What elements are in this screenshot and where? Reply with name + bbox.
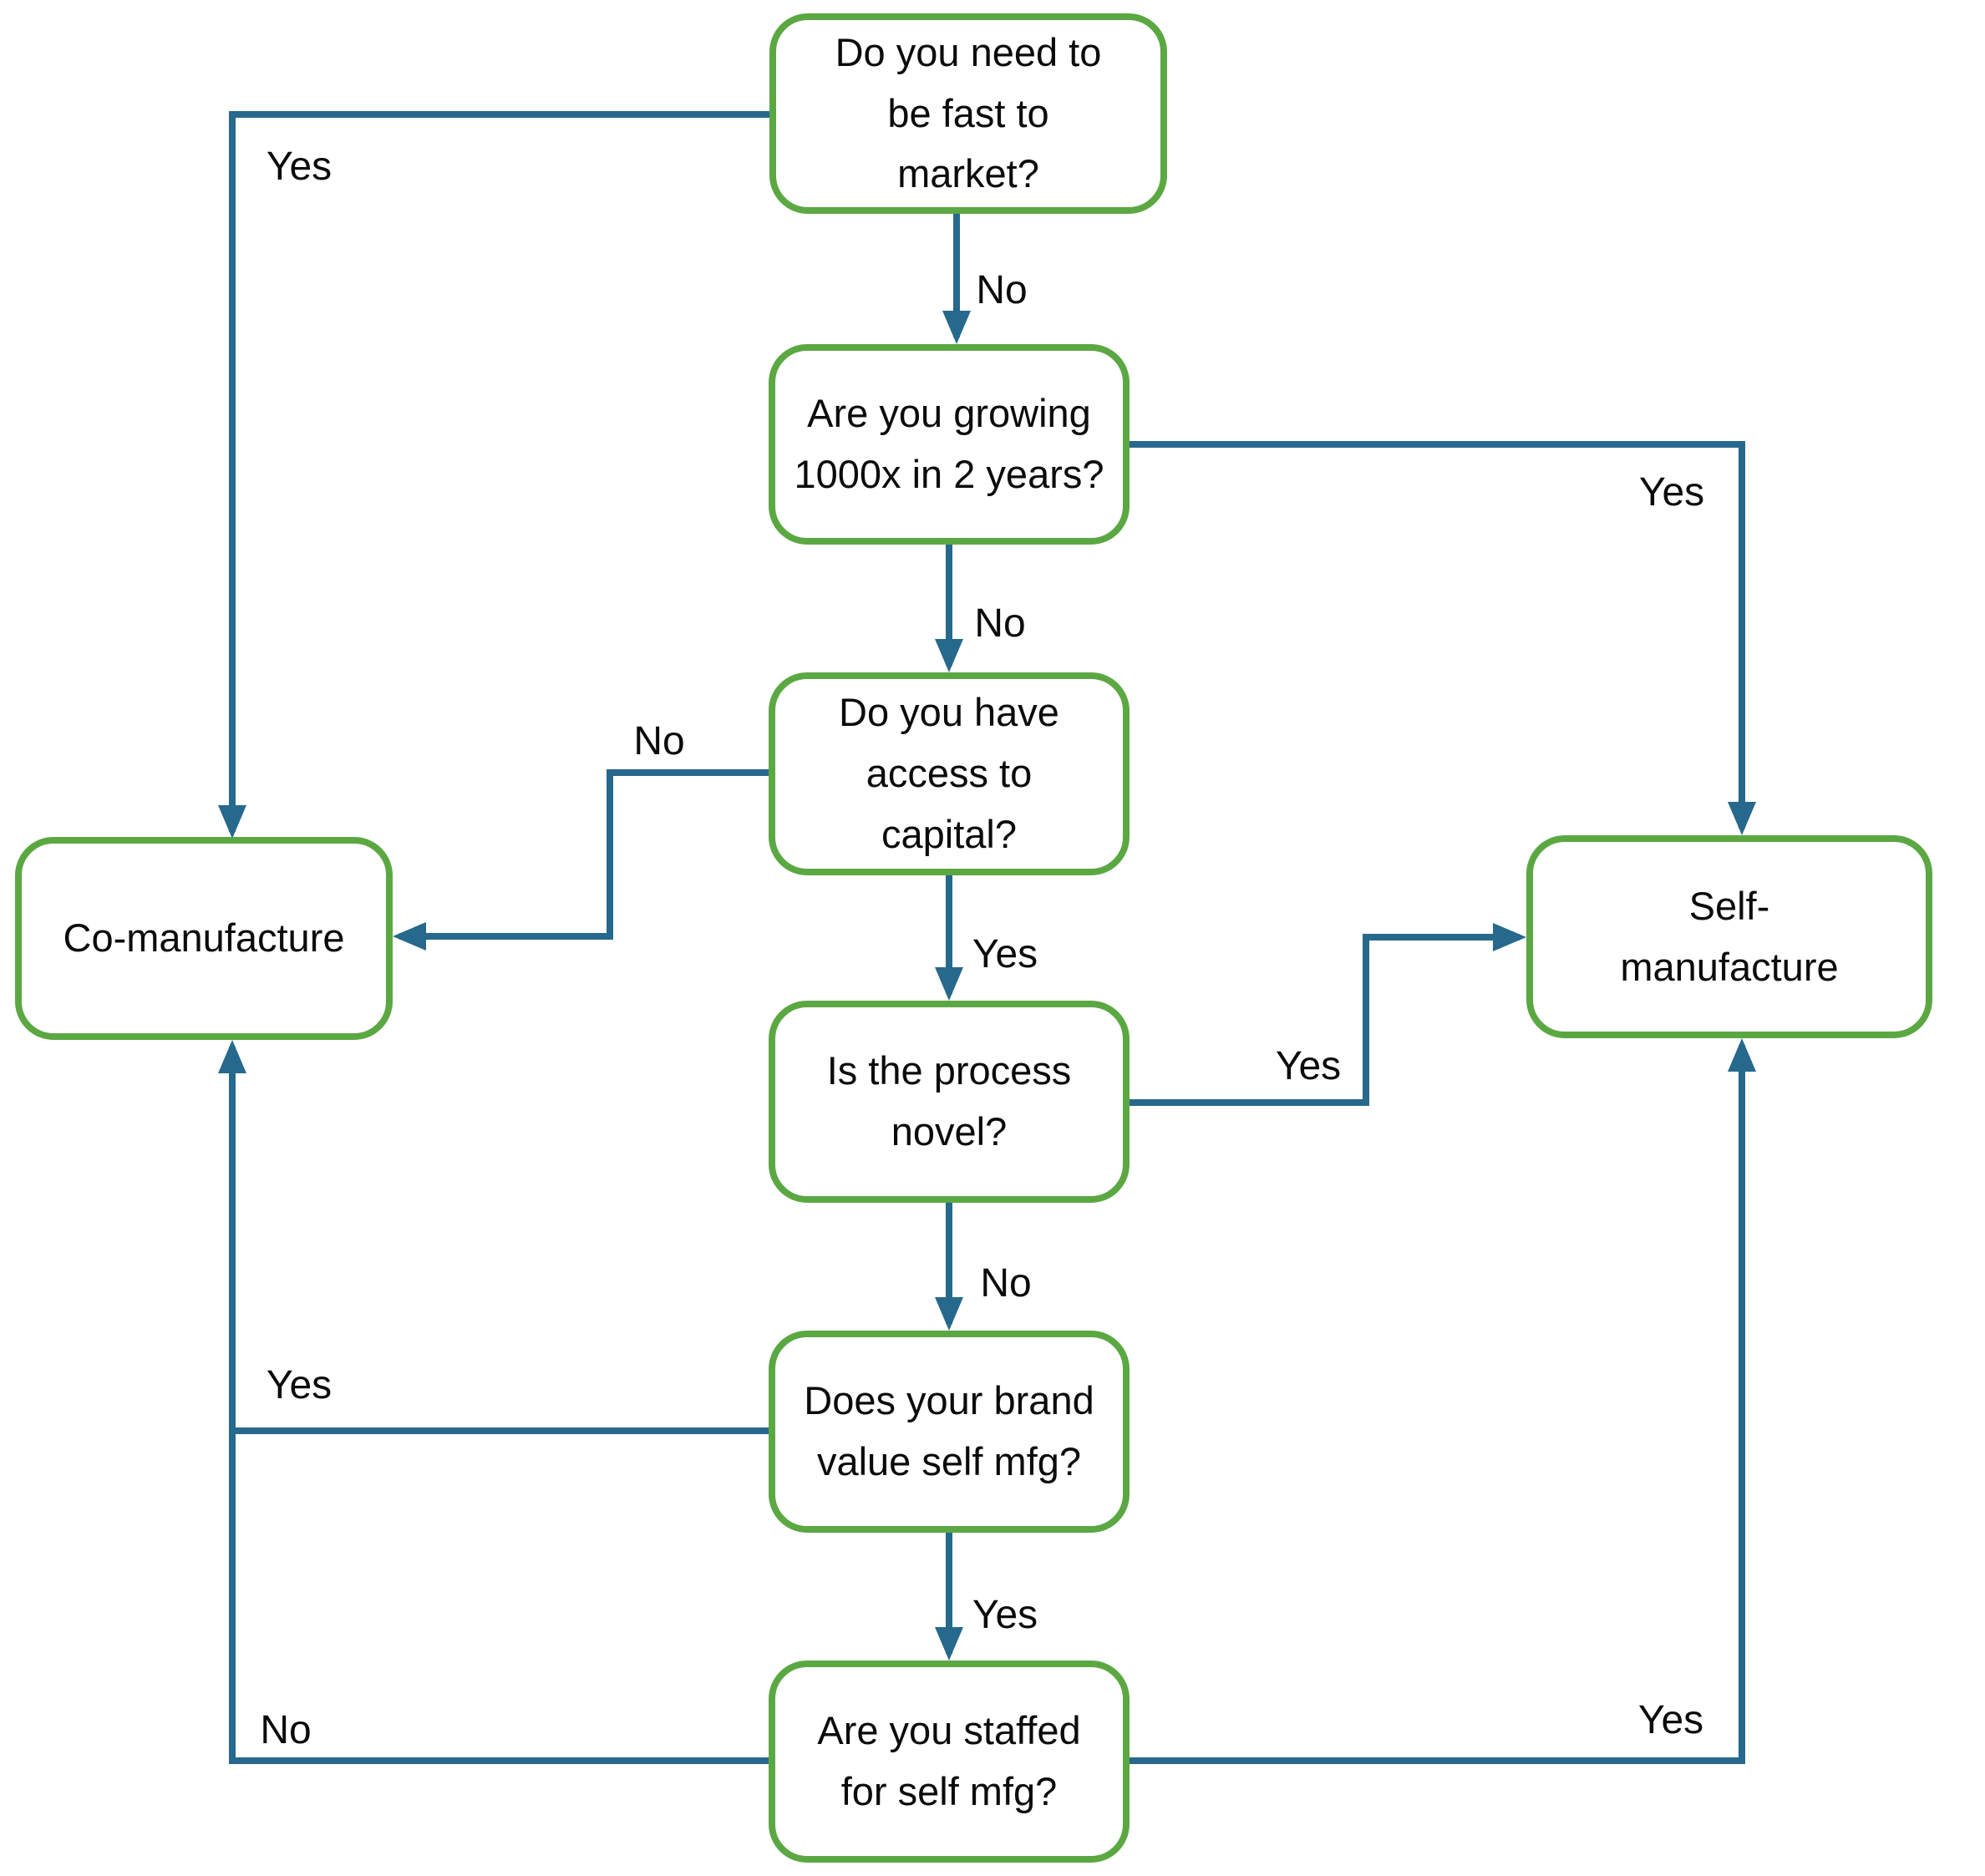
node-self-manufacture: Self- manufacture <box>1526 835 1932 1038</box>
arrowhead-into-brand-top <box>935 1297 963 1331</box>
edge-label-staffed-no: No <box>260 1708 312 1752</box>
edge-label-fast-no: No <box>976 268 1028 312</box>
arrowhead-into-novel-top <box>935 967 963 1001</box>
arrowhead-into-selfmanufacture-bottom <box>1728 1038 1756 1072</box>
connector-growing-yes <box>1126 441 1745 829</box>
arrowhead-into-staffed-top <box>935 1627 963 1661</box>
node-process-novel: Is the process novel? <box>769 1001 1130 1203</box>
arrowhead-into-selfmanufacture-left <box>1493 923 1526 951</box>
edge-label-brand-yes-down: Yes <box>972 1593 1038 1637</box>
edge-label-novel-yes: Yes <box>1275 1044 1342 1088</box>
edge-label-growing-yes: Yes <box>1638 470 1705 515</box>
arrowhead-into-comanufacture-top <box>218 805 246 839</box>
edge-label-brand-yes: Yes <box>266 1363 333 1407</box>
edge-label-staffed-yes: Yes <box>1637 1698 1704 1742</box>
connector-novel-yes <box>1126 934 1520 1106</box>
connector-fast-yes <box>229 111 773 832</box>
edge-label-growing-no: No <box>974 601 1026 646</box>
node-co-manufacture: Co-manufacture <box>15 837 393 1040</box>
edge-label-novel-no: No <box>980 1261 1032 1306</box>
arrowhead-into-comanufacture-bottom <box>218 1040 246 1073</box>
connector-staffed-yes <box>1126 1045 1745 1764</box>
connector-staffed-no <box>229 1047 772 1764</box>
node-staffed-for-selfmfg: Are you staffed for self mfg? <box>769 1661 1130 1863</box>
arrowhead-into-comanufacture-right <box>393 922 426 951</box>
edge-label-capital-no: No <box>633 719 685 763</box>
connector-capital-no <box>399 769 772 940</box>
node-fast-to-market: Do you need to be fast to market? <box>769 13 1167 214</box>
edge-label-capital-yes: Yes <box>972 932 1038 976</box>
edge-label-fast-yes: Yes <box>266 145 333 189</box>
arrowhead-into-selfmanufacture-top <box>1728 802 1756 835</box>
node-access-to-capital: Do you have access to capital? <box>769 672 1130 875</box>
arrowhead-into-growing-top <box>942 311 971 344</box>
node-brand-value-selfmfg: Does your brand value self mfg? <box>769 1331 1130 1533</box>
arrowhead-into-capital-top <box>935 639 963 672</box>
node-growing-1000x: Are you growing 1000x in 2 years? <box>769 344 1130 545</box>
